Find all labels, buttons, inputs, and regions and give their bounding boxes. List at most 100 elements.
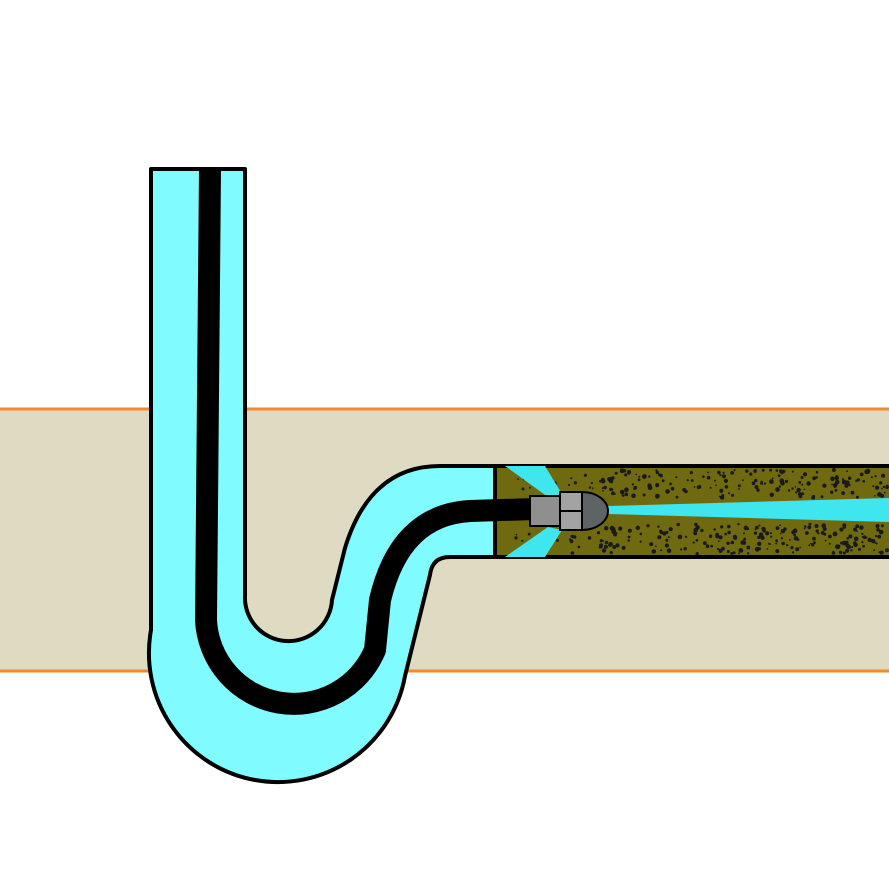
debris-speck xyxy=(599,539,603,543)
debris-speck xyxy=(795,491,798,494)
debris-speck xyxy=(702,475,705,479)
debris-speck xyxy=(867,537,872,543)
debris-speck xyxy=(705,544,710,548)
jetter-nozzle xyxy=(529,490,609,532)
debris-speck xyxy=(743,532,745,535)
debris-speck xyxy=(795,547,800,552)
debris-speck xyxy=(633,487,636,490)
debris-speck xyxy=(639,540,642,543)
debris-speck xyxy=(624,492,629,497)
debris-speck xyxy=(571,534,575,539)
debris-speck xyxy=(853,536,859,542)
debris-speck xyxy=(631,483,635,486)
debris-speck xyxy=(842,525,847,529)
debris-speck xyxy=(746,545,751,550)
rear-water-jet-lower xyxy=(505,527,562,557)
debris-speck xyxy=(802,472,808,477)
debris-speck xyxy=(693,486,696,488)
debris-speck xyxy=(570,551,575,555)
debris-speck xyxy=(669,482,672,486)
debris-speck xyxy=(815,529,819,533)
debris-speck xyxy=(803,525,807,528)
debris-speck xyxy=(859,525,864,530)
debris-speck xyxy=(713,528,716,531)
debris-speck xyxy=(801,492,805,496)
debris-speck xyxy=(786,544,789,547)
debris-speck xyxy=(555,538,559,542)
debris-speck xyxy=(646,524,650,528)
debris-speck xyxy=(808,544,811,547)
debris-speck xyxy=(856,478,861,482)
debris-speck xyxy=(662,531,667,536)
debris-speck xyxy=(693,527,698,533)
debris-speck xyxy=(850,490,855,495)
debris-speck xyxy=(567,483,571,487)
debris-speck xyxy=(758,524,761,527)
debris-specks xyxy=(514,468,889,556)
debris-speck xyxy=(794,486,797,488)
debris-speck xyxy=(608,543,612,547)
nozzle-collar xyxy=(529,495,561,527)
debris-speck xyxy=(587,536,592,540)
debris-speck xyxy=(798,494,803,499)
debris-speck xyxy=(777,474,781,477)
debris-speck xyxy=(881,473,886,478)
debris-speck xyxy=(746,552,750,555)
debris-speck xyxy=(811,543,815,547)
debris-speck xyxy=(861,532,864,536)
debris-speck xyxy=(883,491,886,494)
debris-speck xyxy=(738,488,740,490)
debris-speck xyxy=(801,483,804,486)
debris-speck xyxy=(570,477,573,480)
debris-speck xyxy=(726,550,730,553)
debris-speck xyxy=(769,468,772,472)
debris-speck xyxy=(718,495,721,498)
debris-speck xyxy=(807,525,812,530)
debris-speck xyxy=(792,551,795,554)
debris-speck xyxy=(754,485,759,489)
debris-speck xyxy=(573,481,577,485)
debris-speck xyxy=(754,546,760,552)
debris-speck xyxy=(815,470,819,474)
debris-speck xyxy=(604,526,609,531)
debris-speck xyxy=(596,531,601,535)
debris-speck xyxy=(885,484,889,488)
debris-speck xyxy=(657,535,662,540)
debris-speck xyxy=(577,545,581,549)
debris-speck xyxy=(612,545,617,549)
debris-speck xyxy=(737,523,740,526)
debris-speck xyxy=(845,548,850,553)
debris-speck xyxy=(766,548,769,550)
debris-speck xyxy=(757,541,762,546)
debris-speck xyxy=(707,471,709,474)
debris-speck xyxy=(855,524,860,529)
debris-speck xyxy=(872,485,875,488)
debris-speck xyxy=(723,478,729,483)
debris-speck xyxy=(664,543,670,548)
debris-speck xyxy=(874,495,876,497)
debris-speck xyxy=(875,524,880,528)
debris-speck xyxy=(760,535,765,540)
debris-speck xyxy=(647,485,651,488)
debris-speck xyxy=(755,525,759,530)
debris-speck xyxy=(791,470,794,473)
debris-speck xyxy=(861,536,864,538)
debris-speck xyxy=(871,538,876,544)
debris-speck xyxy=(635,473,637,476)
debris-speck xyxy=(846,537,850,540)
debris-speck xyxy=(812,536,816,541)
debris-speck xyxy=(862,544,865,548)
debris-speck xyxy=(657,525,660,528)
debris-speck xyxy=(884,548,889,553)
debris-speck xyxy=(743,537,747,541)
debris-speck xyxy=(808,522,812,526)
debris-speck xyxy=(730,540,735,545)
debris-speck xyxy=(659,530,664,535)
debris-speck xyxy=(770,535,773,538)
debris-speck xyxy=(876,528,880,532)
debris-speck xyxy=(661,479,665,483)
debris-speck xyxy=(683,547,687,551)
debris-speck xyxy=(727,530,731,535)
debris-speck xyxy=(635,525,640,530)
